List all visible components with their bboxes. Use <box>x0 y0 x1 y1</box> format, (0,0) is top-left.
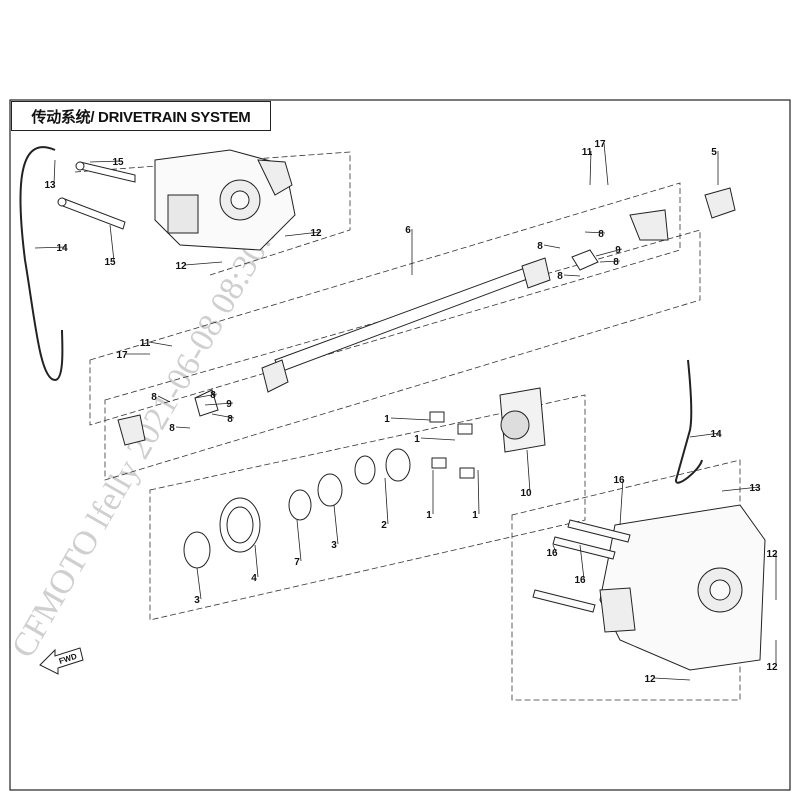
watermark: CFMOTO lfelly 2021-06-08 08:30:33 <box>5 197 296 664</box>
callout-3: 3 <box>194 595 200 606</box>
leader-line <box>589 150 592 186</box>
leader-line <box>53 159 56 185</box>
front-differential <box>154 149 296 251</box>
leader-line <box>689 432 721 438</box>
leader-line <box>89 160 123 163</box>
leader-line <box>599 260 621 263</box>
leader-line <box>296 519 302 562</box>
callout-1: 1 <box>384 414 390 425</box>
callout-4: 4 <box>251 573 257 584</box>
long-bolts-15 <box>57 161 136 230</box>
callout-8: 8 <box>151 392 157 403</box>
callout-14: 14 <box>710 429 722 440</box>
callout-13: 13 <box>749 483 761 494</box>
callout-16: 16 <box>613 475 625 486</box>
leader-line <box>254 544 259 578</box>
callout-12: 12 <box>766 549 778 560</box>
callout-8: 8 <box>227 414 233 425</box>
leader-line <box>579 544 585 580</box>
leader-line <box>384 477 389 525</box>
leader-line <box>603 142 609 186</box>
callout-8: 8 <box>537 241 543 252</box>
callout-1: 1 <box>472 510 478 521</box>
leader-line <box>157 395 171 403</box>
leader-line <box>196 567 202 600</box>
callout-5: 5 <box>711 147 717 158</box>
leader-line <box>584 231 606 234</box>
leader-line <box>563 274 581 277</box>
leader-line <box>34 246 67 249</box>
leader-line <box>619 478 624 526</box>
callout-10: 10 <box>520 488 532 499</box>
breather-hoses <box>19 146 703 484</box>
callout-1: 1 <box>426 510 432 521</box>
callout-7: 7 <box>294 557 300 568</box>
leader-line <box>148 341 173 347</box>
callout-9: 9 <box>615 245 621 256</box>
callout-6: 6 <box>405 225 411 236</box>
leader-line <box>526 449 531 493</box>
propeller-shaft <box>117 187 736 446</box>
callout-8: 8 <box>598 229 604 240</box>
callout-8: 8 <box>210 390 216 401</box>
leader-line <box>333 504 339 545</box>
leader-line <box>184 261 223 266</box>
callout-16: 16 <box>546 548 558 559</box>
callout-11: 11 <box>140 338 151 349</box>
leader-line <box>543 244 561 249</box>
leader-line <box>390 417 431 421</box>
leader-line <box>109 224 115 262</box>
callout-15: 15 <box>104 257 116 268</box>
callout-1: 1 <box>414 434 420 445</box>
leader-line <box>175 426 191 429</box>
callout-17: 17 <box>594 139 606 150</box>
callout-11: 11 <box>582 147 593 158</box>
fwd-direction-marker: FWD <box>39 647 84 675</box>
diagram-title: 传动系统/ DRIVETRAIN SYSTEM <box>11 101 271 131</box>
callout-15: 15 <box>112 157 124 168</box>
rear-differential <box>532 504 766 671</box>
callout-9: 9 <box>226 399 232 410</box>
callout-12: 12 <box>766 662 778 673</box>
callout-8: 8 <box>557 271 563 282</box>
callout-14: 14 <box>56 243 68 254</box>
leader-line <box>284 231 321 237</box>
callout-13: 13 <box>44 180 56 191</box>
leader-line <box>721 486 760 492</box>
callout-16: 16 <box>574 575 586 586</box>
callout-12: 12 <box>175 261 187 272</box>
callout-17: 17 <box>116 350 128 361</box>
leader-line <box>552 544 557 553</box>
leader-line <box>420 437 456 441</box>
leader-line <box>653 677 691 681</box>
callout-2: 2 <box>381 520 387 531</box>
leader-line <box>194 393 218 399</box>
callout-8: 8 <box>169 423 175 434</box>
callout-12: 12 <box>310 228 322 239</box>
coupler-parts <box>183 387 546 569</box>
leader-line <box>477 469 480 515</box>
leader-line <box>595 248 623 257</box>
callout-12: 12 <box>644 674 656 685</box>
diagram-frame <box>9 99 791 791</box>
leader-line <box>204 402 234 406</box>
callout-3: 3 <box>331 540 337 551</box>
leader-line <box>211 413 235 419</box>
callout-8: 8 <box>613 257 619 268</box>
